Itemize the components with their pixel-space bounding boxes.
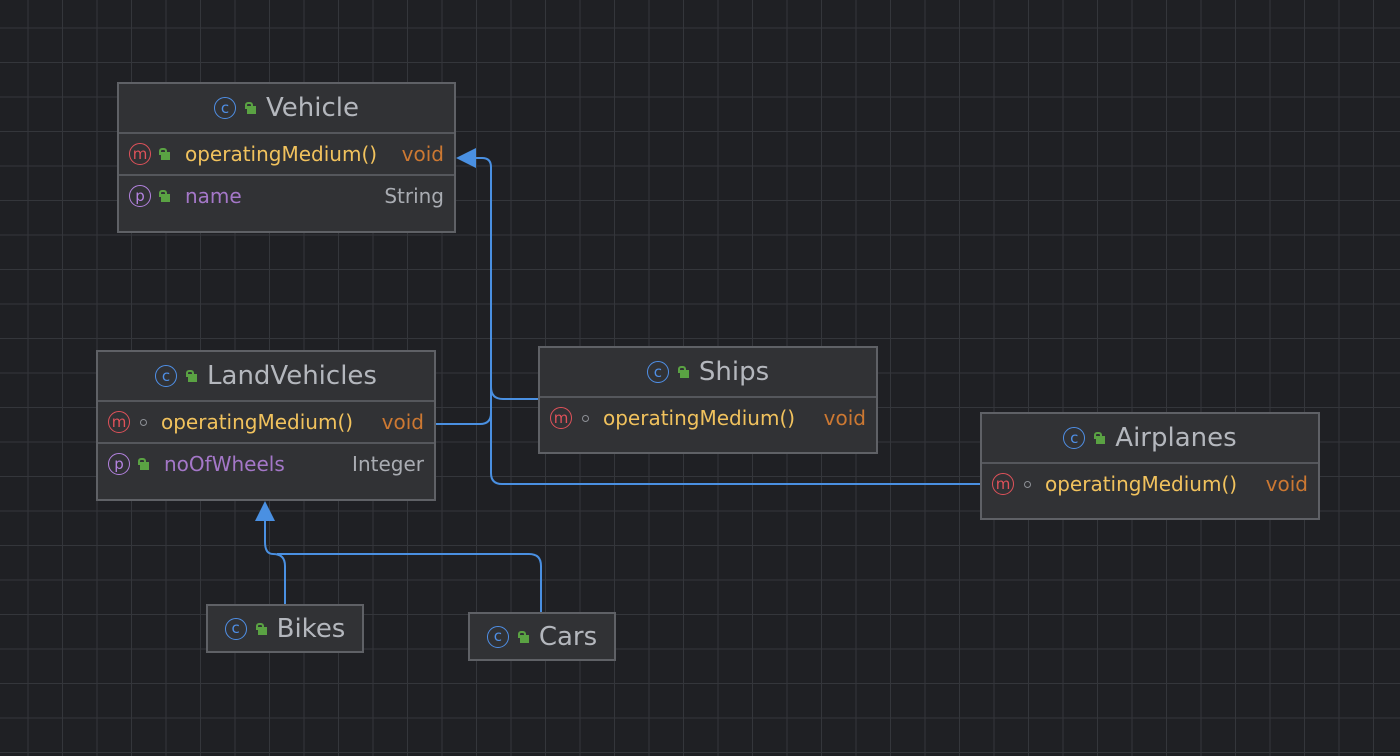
method-name: operatingMedium(): [185, 142, 378, 166]
property-icon: p: [129, 185, 151, 207]
method-name: operatingMedium(): [603, 406, 796, 430]
field-name: noOfWheels: [164, 452, 285, 476]
class-icon: c: [224, 617, 247, 640]
method-return-type: void: [381, 410, 424, 434]
public-lock-icon: [677, 366, 690, 378]
class-header: c Ships: [540, 348, 876, 396]
method-icon: m: [129, 143, 151, 165]
public-lock-icon: [138, 458, 150, 470]
package-private-icon: [582, 414, 589, 422]
method-name: operatingMedium(): [1045, 472, 1238, 496]
public-lock-icon: [159, 190, 171, 202]
method-return-type: void: [823, 406, 866, 430]
class-name: Airplanes: [1115, 423, 1237, 453]
method-row[interactable]: m operatingMedium() void: [119, 132, 454, 174]
landvehicles-inheritance-arrowhead: [255, 501, 275, 521]
public-lock-icon: [186, 370, 198, 382]
class-name: LandVehicles: [207, 361, 377, 391]
public-lock-icon: [245, 102, 257, 114]
class-header: c LandVehicles: [98, 352, 434, 400]
class-icon: c: [1063, 427, 1086, 449]
method-icon: m: [108, 411, 130, 433]
class-cars[interactable]: c Cars: [468, 612, 616, 661]
method-return-type: void: [401, 142, 444, 166]
method-row[interactable]: m operatingMedium() void: [982, 462, 1318, 504]
public-lock-icon: [517, 630, 530, 643]
method-row[interactable]: m operatingMedium() void: [98, 400, 434, 442]
field-type: Integer: [352, 452, 424, 476]
edge-bikes-to-landvehicles: [264, 516, 286, 604]
class-land-vehicles[interactable]: c LandVehicles m operatingMedium() void …: [96, 350, 436, 501]
field-row[interactable]: p noOfWheels Integer: [98, 442, 434, 484]
class-icon: c: [155, 365, 178, 387]
method-icon: m: [992, 473, 1014, 495]
package-private-icon: [140, 418, 147, 426]
class-name: Bikes: [276, 613, 346, 644]
method-icon: m: [550, 407, 572, 429]
field-row[interactable]: p name String: [119, 174, 454, 216]
class-name: Ships: [698, 357, 770, 387]
method-return-type: void: [1265, 472, 1308, 496]
class-vehicle[interactable]: c Vehicle m operatingMedium() void p nam…: [117, 82, 456, 233]
class-header: c Bikes: [208, 606, 362, 651]
class-header: c Airplanes: [982, 414, 1318, 462]
method-name: operatingMedium(): [161, 410, 354, 434]
public-lock-icon: [255, 622, 268, 635]
public-lock-icon: [159, 148, 171, 160]
class-airplanes[interactable]: c Airplanes m operatingMedium() void: [980, 412, 1320, 520]
class-bikes[interactable]: c Bikes: [206, 604, 364, 653]
edge-ships-to-vehicle: [490, 386, 538, 400]
class-name: Vehicle: [266, 93, 359, 123]
field-name: name: [185, 184, 242, 208]
vehicle-inheritance-arrowhead: [456, 148, 476, 168]
class-header: c Cars: [470, 614, 614, 659]
field-type: String: [384, 184, 444, 208]
class-header: c Vehicle: [119, 84, 454, 132]
class-ships[interactable]: c Ships m operatingMedium() void: [538, 346, 878, 454]
class-icon: c: [214, 97, 236, 119]
class-name: Cars: [538, 621, 598, 652]
class-icon: c: [646, 361, 669, 383]
property-icon: p: [108, 453, 130, 475]
class-icon: c: [486, 625, 509, 648]
package-private-icon: [1024, 480, 1031, 488]
public-lock-icon: [1094, 432, 1106, 444]
method-row[interactable]: m operatingMedium() void: [540, 396, 876, 438]
